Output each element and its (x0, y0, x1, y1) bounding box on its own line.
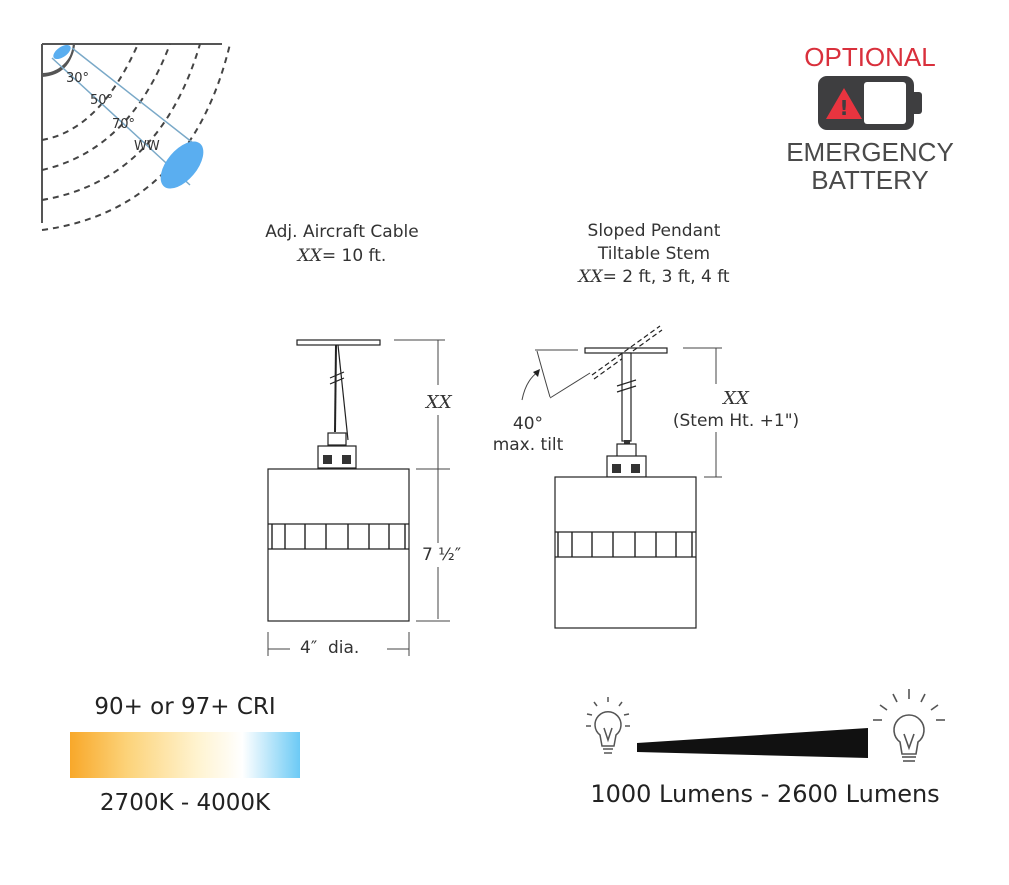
dimension-symbol: XX (578, 267, 603, 287)
cable-break-mark (329, 371, 345, 385)
cable-title: Adj. Aircraft Cable (265, 222, 419, 242)
cable-connector-base (317, 445, 357, 469)
stem-height-note: (Stem Ht. +1") (666, 410, 806, 432)
stem-height-symbol: XX (723, 388, 749, 409)
stem-title-line2: Tiltable Stem (597, 244, 711, 264)
beam-arc-70 (41, 43, 201, 201)
cct-range-label: 2700K - 4000K (99, 790, 271, 816)
emergency-battery-badge: OPTIONAL ! EMERGENCY BATTERY (770, 42, 970, 194)
lumens-range-label: 1000 Lumens - 2600 Lumens (590, 780, 940, 808)
cable-line-1 (334, 344, 337, 433)
cable-dimension-value: = 10 ft. (321, 246, 387, 266)
cable-connector-top (327, 432, 347, 446)
stem-title-line1: Sloped Pendant (587, 221, 721, 241)
beam-angle-ww: WW (134, 139, 160, 154)
cable-option-title: Adj. Aircraft Cable XX= 10 ft. (230, 222, 454, 266)
svg-text:!: ! (839, 96, 848, 120)
tilt-arc (536, 350, 551, 398)
tilt-caption: max. tilt (492, 435, 564, 455)
beam-spot (160, 141, 204, 189)
tilt-arrow (521, 371, 539, 401)
color-temperature-block: 90+ or 97+ CRI 2700K - 4000K (60, 692, 310, 818)
tilt-angle: 40° (512, 414, 544, 434)
beam-angle-50: 50° (90, 93, 113, 108)
beam-angle-diagram: 30° 50° 70° WW (41, 43, 231, 231)
beam-source (53, 44, 71, 60)
stem-connector-top (616, 443, 637, 459)
stem-dimension-value: = 2 ft, 3 ft, 4 ft (602, 267, 730, 287)
beam-angle-30: 30° (66, 71, 89, 86)
tilt-angle-label: 40° max. tilt (478, 414, 578, 456)
cable-dimension: XX= 10 ft. (230, 246, 454, 266)
stem-connector-base (606, 455, 647, 478)
stem-height-label: XX (Stem Ht. +1") (666, 388, 806, 432)
beam-arc-30 (41, 43, 139, 141)
bulb-icon-small (586, 697, 630, 754)
cable-height-label: XX (426, 392, 452, 413)
stem-dimension: XX= 2 ft, 3 ft, 4 ft (540, 266, 768, 289)
optional-label: OPTIONAL (804, 42, 936, 72)
lumens-wedge (637, 728, 868, 758)
beam-angle-70: 70° (112, 117, 135, 132)
stem-tube (621, 352, 632, 442)
stem-option-title: Sloped Pendant Tiltable Stem XX= 2 ft, 3… (540, 220, 768, 289)
cable-fixture-body (267, 468, 410, 622)
stem-fixture-body (554, 476, 697, 629)
bulb-icon-large (873, 689, 945, 762)
battery-icon: ! (818, 76, 922, 132)
dimension-symbol: XX (297, 246, 322, 266)
emergency-label: EMERGENCY (786, 137, 954, 167)
cable-canopy (296, 339, 381, 346)
cable-line-2 (337, 344, 349, 441)
warning-icon: ! (826, 88, 862, 120)
color-temp-gradient (70, 732, 300, 778)
cable-fixture-diameter: 4″ dia. (300, 638, 360, 658)
cable-fixture-height: 7 ½″ (422, 543, 462, 567)
cri-label: 90+ or 97+ CRI (94, 694, 276, 720)
battery-label: BATTERY (811, 165, 929, 195)
stem-canopy (584, 347, 668, 354)
